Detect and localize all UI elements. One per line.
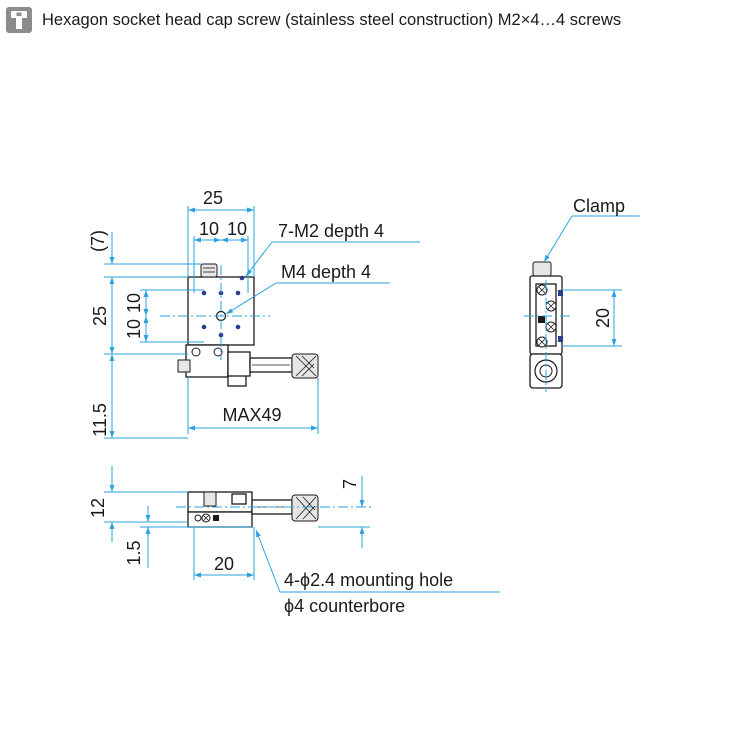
side-view: Clamp 20 (524, 196, 640, 392)
note-tapped-holes: 7-M2 depth 4 (278, 221, 384, 241)
socket-screw-icon (6, 7, 32, 33)
dim-offset: (7) (88, 230, 108, 252)
note-counterbore: ϕ4 counterbore (284, 596, 405, 616)
tapped-hole (235, 324, 241, 330)
header: Hexagon socket head cap screw (stainless… (6, 6, 621, 34)
lock-knob (177, 359, 191, 373)
dim-bottom-offset: 11.5 (90, 403, 110, 437)
dim-v-upper: 10 (124, 293, 144, 313)
tapped-hole (201, 324, 207, 330)
clamp-screw (200, 263, 218, 278)
header-text: Hexagon socket head cap screw (stainless… (42, 10, 622, 29)
dim-half-left: 10 (199, 219, 219, 239)
dim-overall-width: 25 (203, 188, 223, 208)
dim-height: 25 (90, 306, 110, 326)
tapped-hole (218, 332, 224, 338)
top-view: 25 10 10 (7) 25 10 10 11.5 MAX49 7-M2 de… (88, 188, 420, 439)
note-mounting-hole: 4-ϕ2.4 mounting hole (284, 570, 453, 590)
note-center-hole: M4 depth 4 (281, 262, 371, 282)
clamp-screw (203, 491, 217, 507)
tapped-hole (235, 290, 241, 296)
dim-max-length: MAX49 (222, 405, 281, 425)
dim-front-base: 1.5 (124, 540, 144, 565)
tapped-hole (239, 275, 245, 281)
front-view: 12 1.5 7 20 4-ϕ2.4 mounting hole ϕ4 coun… (88, 466, 500, 616)
dim-front-height: 12 (88, 498, 108, 518)
clamp-screw (532, 261, 552, 277)
dim-front-pitch: 20 (214, 554, 234, 574)
dim-front-right: 7 (340, 479, 360, 489)
dim-side-pitch: 20 (593, 308, 613, 328)
dim-v-lower: 10 (124, 319, 144, 339)
micrometer-sleeve (227, 351, 251, 377)
label-clamp: Clamp (573, 196, 625, 216)
tapped-hole (201, 290, 207, 296)
dim-half-right: 10 (227, 219, 247, 239)
